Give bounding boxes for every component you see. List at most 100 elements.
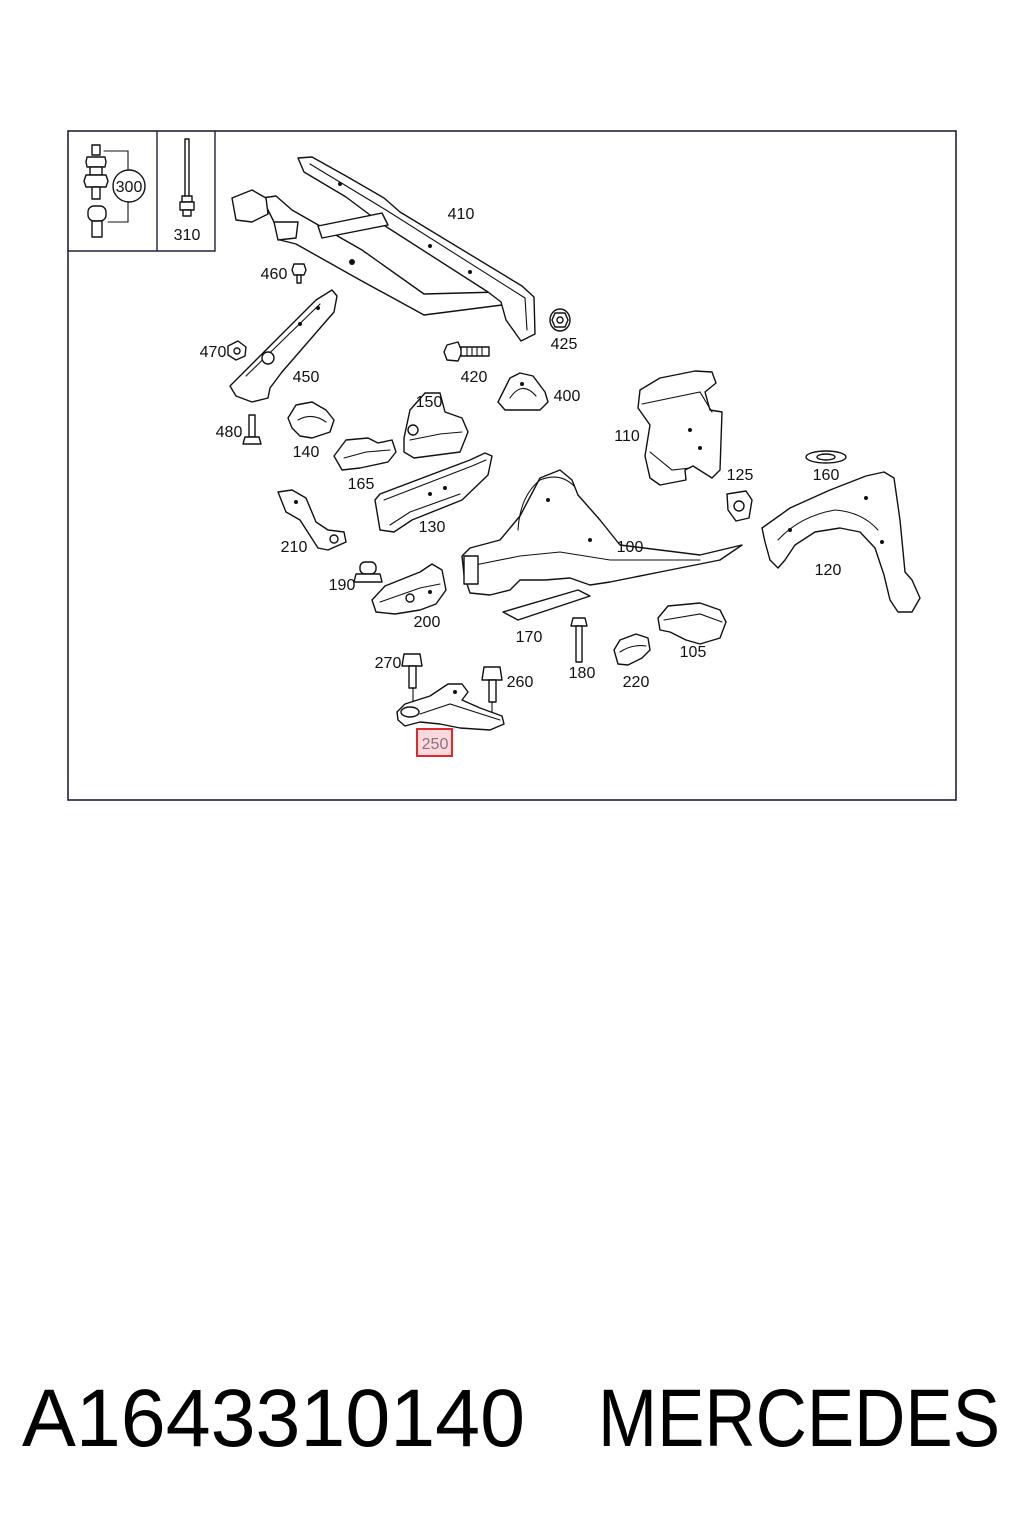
crossmember-hole: [468, 270, 472, 274]
callout-260-label: 260: [507, 674, 534, 691]
panel-edge: [649, 451, 691, 471]
part-480-stud: 480: [216, 414, 262, 445]
crossmember-hole: [338, 182, 342, 186]
bolt-thread: [466, 346, 483, 357]
member-hole: [428, 492, 432, 496]
part-150-bracket: 150: [403, 392, 469, 459]
member-edge: [389, 493, 461, 526]
part-number: A1643310140: [22, 1373, 525, 1464]
callout-425-label: 425: [551, 336, 578, 353]
bracket-edge: [619, 645, 647, 653]
callout-170-label: 170: [516, 629, 543, 646]
stud-base: [242, 436, 262, 445]
part-120-wheel-arch: 120: [761, 471, 921, 613]
rivet-collar: [181, 195, 193, 203]
member-edge: [469, 551, 701, 567]
part-210-bracket: 210: [277, 489, 347, 556]
crossmember-bracket: [231, 189, 269, 223]
part-470-nut: 470: [200, 340, 247, 361]
callout-120-label: 120: [815, 562, 842, 579]
callout-110-label: 110: [614, 428, 640, 445]
part-250-bracket: 250: [396, 683, 505, 757]
part-170-plate: 170: [502, 589, 591, 646]
bracket-body: [229, 289, 338, 403]
bracket-hole: [298, 322, 302, 326]
mount-arch: [509, 387, 537, 399]
bolt-head: [87, 205, 107, 222]
part-190-bump-stop: 190: [329, 561, 383, 594]
crossmember-hole: [349, 259, 355, 265]
arch-hole: [788, 528, 792, 532]
callout-160-label: 160: [813, 467, 840, 484]
bracket-hole: [453, 690, 457, 694]
bracket-edge: [409, 431, 463, 441]
bracket-body: [396, 683, 505, 731]
bracket-hole: [294, 500, 298, 504]
callout-470-label: 470: [200, 344, 227, 361]
inset-border: [68, 131, 216, 252]
part-260-bolt: 260: [481, 666, 534, 717]
callout-165-label: 165: [348, 476, 375, 493]
callout-190-label: 190: [329, 577, 356, 594]
diagram-frame: [67, 130, 957, 801]
callout-400-label: 400: [554, 388, 581, 405]
bracket-edge: [297, 415, 327, 423]
bolt-shank: [296, 274, 302, 284]
brand-name: MERCEDES: [598, 1373, 1000, 1464]
part-130-member: 130: [374, 452, 493, 536]
rivet-body: [179, 201, 195, 211]
stud-shank: [91, 186, 101, 200]
part-400-mount: 400: [497, 372, 581, 411]
callout-250-label: 250: [422, 736, 449, 753]
member-body: [461, 469, 743, 596]
bracket-body: [333, 437, 397, 471]
bracket-body: [403, 392, 469, 459]
panel-hole: [698, 446, 702, 450]
panel-body: [637, 370, 723, 486]
part-300-fasteners: 300: [83, 144, 146, 238]
stud-neck: [89, 166, 103, 176]
callout-140-label: 140: [293, 444, 320, 461]
arch-hole: [864, 496, 868, 500]
part-200-bracket: 200: [371, 563, 447, 631]
bracket-body: [287, 401, 335, 439]
bracket-edge: [343, 449, 391, 459]
bracket-flange: [245, 303, 321, 377]
part-310-rivet: 310: [174, 138, 200, 244]
mount-hole: [520, 382, 524, 386]
part-140-bracket: 140: [287, 401, 335, 461]
bracket-body: [277, 489, 347, 551]
bracket-edge: [663, 613, 723, 623]
bracket-hole: [428, 590, 432, 594]
bolt-shank: [91, 220, 103, 238]
stud-hex: [83, 174, 109, 188]
bracket-hole: [405, 593, 415, 603]
callout-300-label: 300: [116, 179, 143, 196]
rivet-rod: [184, 138, 190, 198]
callout-450-label: 450: [293, 369, 320, 386]
nut-hole: [233, 347, 241, 355]
bracket-hole: [316, 306, 320, 310]
crossmember-brace: [273, 221, 299, 241]
bolt-shank: [488, 679, 497, 703]
callout-410-label: 410: [448, 206, 475, 223]
callout-100-label: 100: [617, 539, 644, 556]
callout-460-label: 460: [261, 266, 288, 283]
callout-125-label: 125: [727, 467, 754, 484]
crossmember-strut: [317, 212, 389, 239]
stop-body: [359, 561, 377, 575]
callout-210-label: 210: [281, 539, 308, 556]
bolt-shank: [575, 625, 583, 663]
panel-hole: [688, 428, 692, 432]
crossmember-rail-edge: [309, 163, 528, 331]
callout-300-bracket: [103, 150, 129, 223]
callout-480-label: 480: [216, 424, 243, 441]
nut-hole: [556, 316, 564, 324]
part-425-flange-nut: 425: [549, 308, 578, 353]
bracket-hole: [407, 424, 419, 436]
crossmember-rail: [297, 156, 536, 342]
bolt-shank: [460, 346, 490, 357]
callout-105-label: 105: [680, 644, 707, 661]
part-100-side-member: 100: [461, 469, 743, 596]
